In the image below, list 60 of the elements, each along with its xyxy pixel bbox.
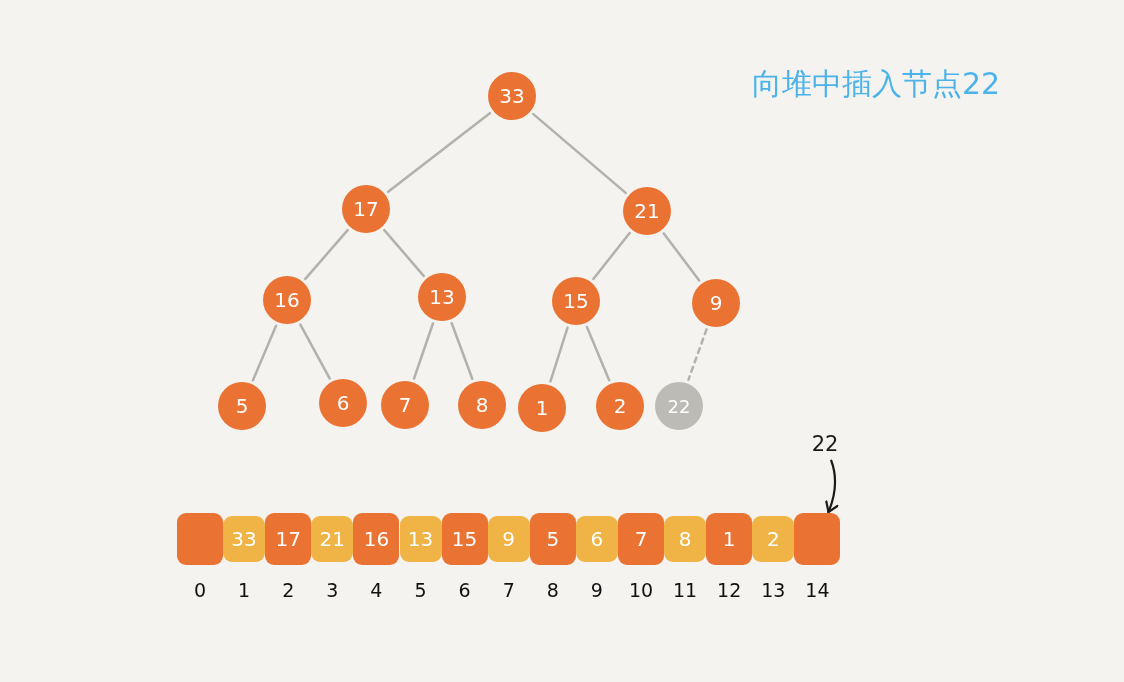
array-cell: 6 [575,516,618,562]
tree-edge [383,228,425,278]
array-cell: 33 [223,516,266,562]
tree-edge [251,324,278,382]
array-cell: 13 [399,516,442,562]
inserted-value-label: 22 [808,431,842,457]
array-cell: 2 [752,516,795,562]
array-index: 3 [325,579,340,601]
tree-node: 9 [692,279,740,327]
tree-edge [299,323,331,380]
array-index: 12 [716,579,743,601]
array-index: 0 [192,579,208,601]
array-index: 7 [501,579,516,601]
tree-node: 17 [342,185,390,233]
array-cell: 17 [265,513,312,565]
dashed-tree-edge [687,328,708,381]
tree-node: 16 [263,276,311,324]
tree-node: 15 [552,277,600,325]
tree-edge [549,326,569,383]
array-index: 10 [627,579,655,601]
tree-edge [592,231,631,281]
tree-edge [304,228,349,281]
array-index: 9 [589,579,604,601]
tree-node: 8 [458,381,506,429]
tree-node: 13 [418,273,466,321]
tree-edge [450,322,474,380]
tree-edge [532,112,627,195]
array-index: 11 [672,579,699,601]
array-cell: 1 [706,513,753,565]
inserted-tree-node: 22 [655,382,703,430]
tree-edge [585,325,611,382]
array-cell: 7 [618,513,664,565]
array-index: 14 [804,579,831,601]
title: 向堆中插入节点22 [752,66,1001,102]
array-index: 6 [457,579,472,601]
array-index: 4 [369,579,384,601]
tree-node: 2 [596,382,644,430]
array-cell: 8 [664,516,707,562]
array-cell: 5 [529,513,576,565]
empty-array-cell [177,513,223,565]
array-cell: 21 [311,516,354,562]
array-cell: 16 [353,513,400,565]
tree-node: 21 [623,187,671,235]
array-cell: 15 [441,513,488,565]
tree-edge [412,322,435,380]
array-cell: 9 [487,516,530,562]
tree-node: 1 [518,384,566,432]
array-index: 13 [760,579,787,601]
pointer-arrow [825,459,839,514]
empty-array-cell [794,513,841,565]
tree-edge [662,232,701,282]
array-index: 5 [413,579,428,601]
tree-node: 33 [488,72,536,120]
array-index: 1 [237,579,252,601]
tree-edge [386,111,492,194]
tree-node: 7 [381,381,429,429]
array-index: 8 [545,579,560,601]
array-index: 2 [281,579,296,601]
tree-node: 5 [218,382,266,430]
tree-node: 6 [319,379,367,427]
